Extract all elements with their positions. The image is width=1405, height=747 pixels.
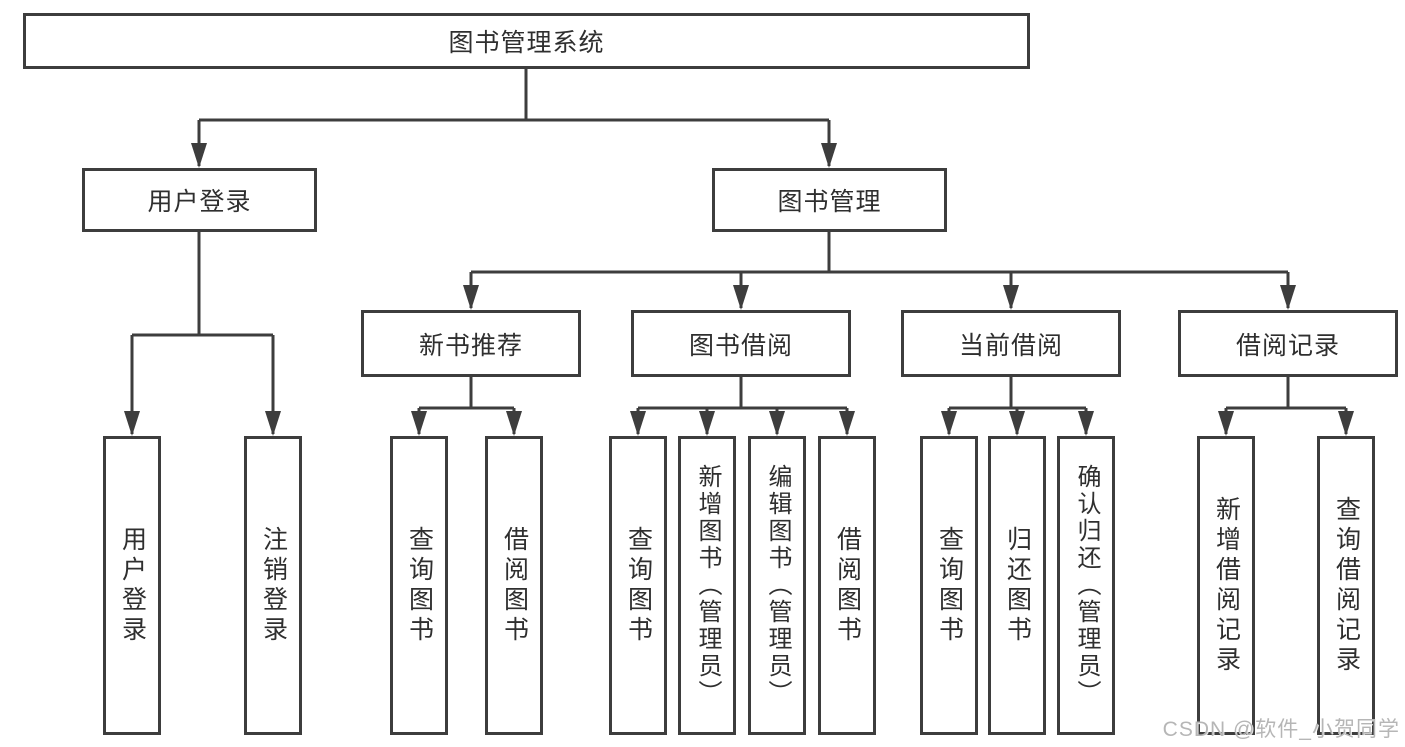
leaf-query-books-current: 查询图书 — [920, 436, 978, 735]
leaf-label: 新增借阅记录 — [1212, 495, 1241, 676]
node-new-book-recommendation: 新书推荐 — [361, 310, 581, 377]
leaf-logout: 注销登录 — [244, 436, 302, 735]
leaf-add-borrow-record: 新增借阅记录 — [1197, 436, 1255, 735]
leaf-label: 借阅图书 — [500, 525, 529, 646]
node-book-borrowing: 图书借阅 — [631, 310, 851, 377]
node-book-management: 图书管理 — [712, 168, 947, 232]
leaf-label: 借阅图书 — [833, 525, 862, 646]
leaf-label: 查询图书 — [624, 525, 653, 646]
leaf-query-books-borrow: 查询图书 — [609, 436, 667, 735]
leaf-return-books: 归还图书 — [988, 436, 1046, 735]
leaf-borrow-books-recommend: 借阅图书 — [485, 436, 543, 735]
leaf-label: 查询借阅记录 — [1332, 495, 1361, 676]
leaf-label: 查询图书 — [405, 525, 434, 646]
node-library-management-system: 图书管理系统 — [23, 13, 1030, 69]
leaf-label: 注销登录 — [259, 525, 288, 646]
node-label: 新书推荐 — [418, 331, 523, 360]
leaf-edit-books-admin: 编辑图书（管理员） — [748, 436, 806, 735]
node-label: 图书管理系统 — [448, 29, 605, 57]
node-label: 当前借阅 — [958, 331, 1063, 360]
leaf-query-borrow-record: 查询借阅记录 — [1317, 436, 1375, 735]
leaf-label: 查询图书 — [935, 525, 964, 646]
leaf-add-books-admin: 新增图书（管理员） — [678, 436, 736, 735]
csdn-watermark: CSDN @软件_小贺同学 — [1162, 718, 1400, 741]
leaf-query-books-recommend: 查询图书 — [390, 436, 448, 735]
leaf-label: 归还图书 — [1003, 525, 1032, 646]
node-user-login: 用户登录 — [82, 168, 317, 232]
node-borrowing-records: 借阅记录 — [1178, 310, 1398, 377]
node-label: 用户登录 — [147, 188, 252, 216]
node-current-borrowing: 当前借阅 — [901, 310, 1121, 377]
arrowheads — [124, 143, 1354, 436]
node-label: 图书管理 — [777, 188, 882, 216]
leaf-label: 编辑图书（管理员） — [764, 464, 791, 707]
leaf-borrow-books: 借阅图书 — [818, 436, 876, 735]
node-label: 图书借阅 — [688, 331, 793, 360]
node-label: 借阅记录 — [1235, 331, 1340, 360]
leaf-confirm-return-admin: 确认归还（管理员） — [1057, 436, 1115, 735]
leaf-user-login: 用户登录 — [103, 436, 161, 735]
leaf-label: 用户登录 — [118, 525, 147, 646]
leaf-label: 新增图书（管理员） — [694, 464, 721, 707]
leaf-label: 确认归还（管理员） — [1073, 464, 1100, 707]
